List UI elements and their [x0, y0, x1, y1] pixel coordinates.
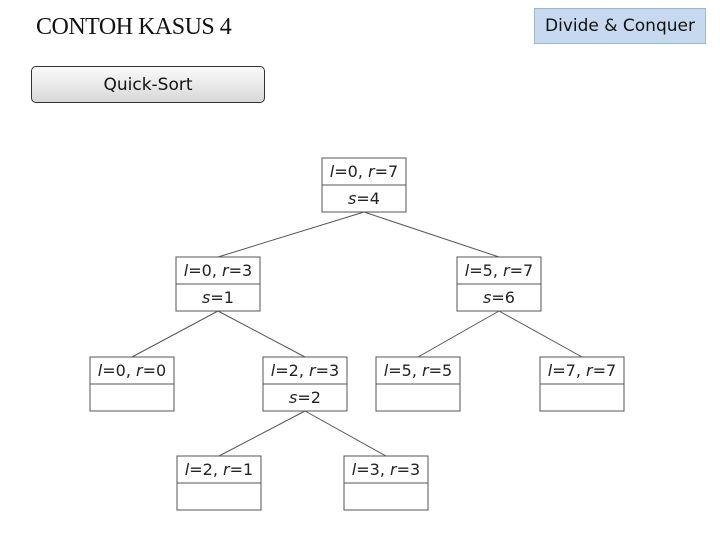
topic-badge: Divide & Conquer [534, 8, 706, 44]
tree-node: l=0, r=3 s=1 [175, 256, 261, 312]
node-range-label: l=7, r=7 [548, 361, 616, 380]
node-split-label: s=6 [483, 288, 515, 307]
node-range-label: l=2, r=3 [271, 361, 339, 380]
tree-edge [304, 410, 387, 457]
node-split-label: s=4 [348, 189, 380, 208]
tree-node: l=2, r=1 [176, 455, 262, 511]
node-range-label: l=0, r=0 [98, 361, 166, 380]
node-range-label: l=5, r=5 [384, 361, 452, 380]
node-range-label: l=3, r=3 [352, 460, 420, 479]
node-split-label: s=1 [202, 288, 234, 307]
tree-node: l=0, r=0 [89, 356, 175, 412]
tree-edge [417, 310, 500, 358]
tree-node: l=2, r=3 s=2 [262, 356, 348, 412]
slide-title: CONTOH KASUS 4 [36, 14, 232, 40]
node-range-label: l=2, r=1 [185, 460, 253, 479]
tree-node: l=7, r=7 [539, 356, 625, 412]
tree-edge [217, 310, 306, 358]
tree-edge [218, 410, 306, 457]
tree-node: l=3, r=3 [343, 455, 429, 511]
tree-node: l=5, r=5 [375, 356, 461, 412]
tree-node: l=0, r=7 s=4 [321, 157, 407, 213]
tree-node: l=5, r=7 s=6 [456, 256, 542, 312]
subtitle-box: Quick-Sort [31, 66, 265, 103]
tree-edge [498, 310, 583, 358]
node-range-label: l=0, r=3 [184, 261, 252, 280]
tree-edge [131, 310, 219, 358]
tree-edge [363, 211, 500, 258]
node-range-label: l=0, r=7 [330, 162, 398, 181]
tree-edge [217, 211, 365, 258]
node-split-label: s=2 [289, 388, 321, 407]
node-range-label: l=5, r=7 [465, 261, 533, 280]
